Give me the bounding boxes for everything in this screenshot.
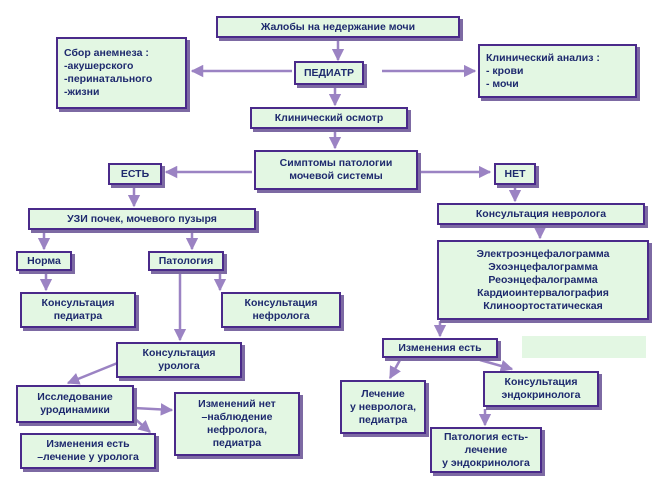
node-clinical-exam: Клинический осмотр	[250, 107, 408, 129]
node-text: ПЕДИАТР	[303, 66, 355, 79]
node-text: педиатра	[53, 310, 103, 322]
node-text: Изменения есть	[46, 438, 130, 450]
node-text: уродинамики	[40, 404, 110, 416]
node-text: у невролога,	[349, 400, 417, 413]
node-text: - мочи	[486, 77, 519, 90]
node-text: нефролога,	[206, 424, 267, 436]
node-pathology: Патология	[148, 251, 224, 271]
node-changes-urolog: Изменения есть–лечение у уролога	[20, 433, 156, 469]
node-text: Норма	[27, 254, 61, 267]
node-text: Сбор анемнеза :	[64, 47, 149, 59]
node-text: Консультация	[41, 297, 115, 309]
node-text: Кардиоинтервалография	[477, 286, 609, 299]
node-anamnesis: Сбор анемнеза :-акушерского-перинатально…	[56, 37, 187, 109]
node-pediatr: ПЕДИАТР	[294, 61, 364, 85]
node-text: Электроэнцефалограмма	[476, 247, 610, 260]
node-text: нефролога	[252, 310, 310, 322]
node-text: –наблюдение	[201, 411, 273, 423]
node-text: у эндокринолога	[442, 456, 530, 469]
node-uzi: УЗИ почек, мочевого пузыря	[28, 208, 256, 230]
node-norm: Норма	[16, 251, 72, 271]
node-text: Эхоэнцефалограмма	[488, 260, 598, 273]
node-text: Симптомы патологии	[279, 157, 393, 169]
node-text: Патология есть-	[444, 430, 528, 443]
node-text: Консультация	[504, 376, 578, 388]
node-complaints: Жалобы на недержание мочи	[216, 16, 460, 38]
node-text: Изменений нет	[198, 398, 276, 410]
arrow-to-no-changes	[133, 403, 174, 416]
node-text: эндокринолога	[501, 389, 581, 401]
node-text: Клиноортостатическая	[483, 299, 603, 312]
node-yes: ЕСТЬ	[108, 163, 162, 185]
node-text: -акушерского	[64, 60, 134, 72]
node-text: педиатра	[212, 437, 262, 449]
node-text: -жизни	[64, 86, 100, 98]
node-changes-yes-right: Изменения есть	[382, 338, 498, 358]
node-text: УЗИ почек, мочевого пузыря	[67, 212, 217, 225]
node-text: Консультация	[244, 297, 318, 309]
node-text: Клинический анализ :	[486, 51, 600, 64]
node-text: Изменения есть	[398, 341, 482, 354]
node-text: педиатра	[358, 413, 408, 426]
node-text: лечение	[464, 443, 508, 456]
node-text: Жалобы на недержание мочи	[260, 20, 416, 33]
node-text: Исследование	[37, 391, 113, 403]
node-text: –лечение у уролога	[37, 451, 139, 463]
node-text: Лечение	[361, 387, 405, 400]
node-clinical-analysis: Клинический анализ :- крови- мочи	[478, 44, 637, 98]
node-text: уролога	[158, 360, 200, 372]
node-text: - крови	[486, 64, 524, 77]
node-no: НЕТ	[494, 163, 536, 185]
arrow-to-neuro-treatment	[388, 359, 402, 380]
arrow-to-urodynamics	[66, 360, 121, 385]
arrow-to-endo-consult	[479, 358, 514, 372]
node-text: -перинатального	[64, 73, 153, 85]
node-text: Реоэнцефалограмма	[488, 273, 598, 286]
node-text: ЕСТЬ	[120, 167, 150, 180]
node-text: НЕТ	[504, 167, 526, 180]
node-neuro-consult: Консультация невролога	[437, 203, 645, 225]
node-blank	[522, 336, 646, 358]
node-text: Консультация	[142, 347, 216, 359]
node-text: Консультация невролога	[475, 207, 607, 220]
node-text: Клинический осмотр	[274, 111, 384, 124]
arrow-to-changes-urolog	[133, 417, 151, 433]
node-text: Патология	[158, 254, 214, 267]
node-text: мочевой системы	[289, 170, 383, 182]
